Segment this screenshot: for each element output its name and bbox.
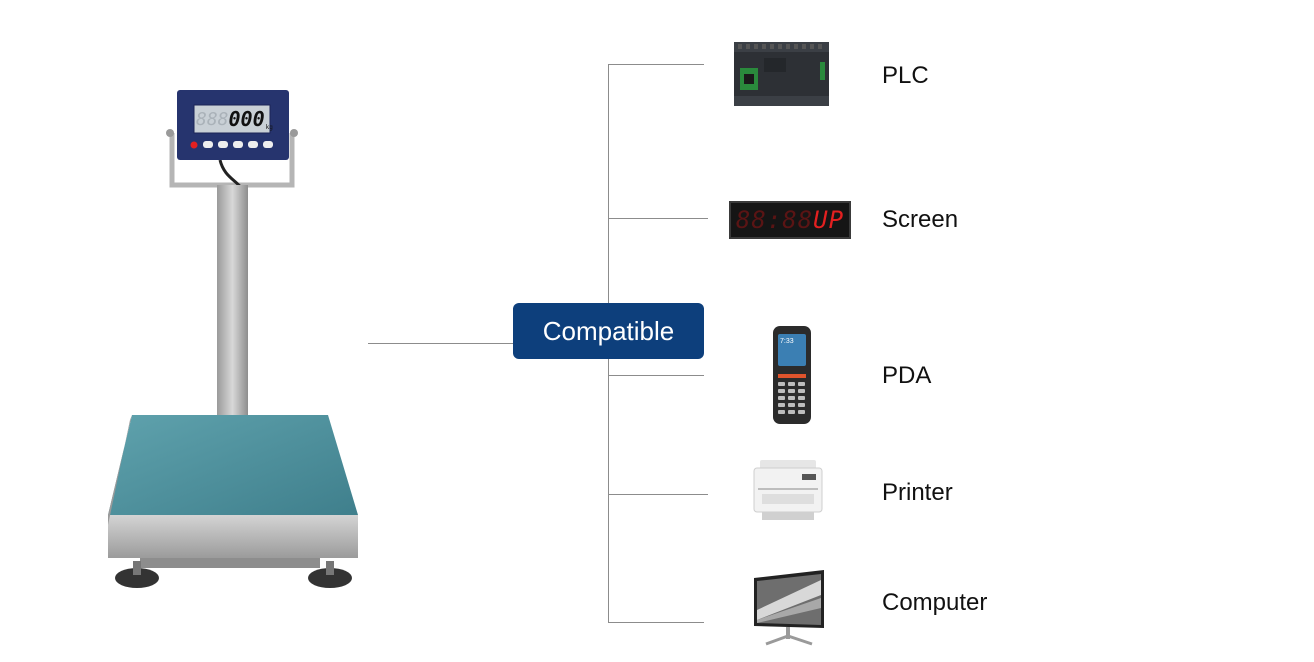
led-screen-icon: 88:88 UP — [729, 201, 851, 239]
device-label-screen: Screen — [882, 206, 959, 233]
led-dim-digits: 88:88 — [735, 206, 814, 234]
device-label-computer: Computer — [882, 589, 988, 616]
compatible-label: Compatible — [542, 315, 675, 346]
pda-icon: 7:33 — [772, 326, 812, 424]
scale-connector-line — [368, 343, 513, 344]
device-label-printer: Printer — [882, 479, 953, 506]
branch-line-pda — [608, 375, 704, 376]
platform-scale-illustration — [108, 90, 358, 588]
plc-icon — [734, 42, 829, 108]
scale-display-value: 000 — [228, 107, 265, 131]
platform-scale: 888 000 kg — [100, 85, 370, 605]
device-label-pda: PDA — [882, 362, 932, 389]
branch-line-printer — [608, 494, 708, 495]
device-label-plc: PLC — [882, 62, 929, 89]
scale-display: 888 000 kg — [196, 107, 273, 131]
led-display-text: UP — [813, 206, 845, 234]
printer-icon — [752, 460, 824, 522]
compatible-badge: Compatible — [513, 303, 704, 359]
branch-line-computer — [608, 622, 704, 623]
branch-line-screen — [608, 218, 708, 219]
computer-icon — [752, 570, 826, 646]
scale-display-dim-digits: 888 — [196, 108, 229, 130]
pda-screen-time: 7:33 — [780, 338, 794, 345]
scale-display-unit: kg — [265, 124, 273, 131]
branch-line-plc — [608, 64, 704, 65]
